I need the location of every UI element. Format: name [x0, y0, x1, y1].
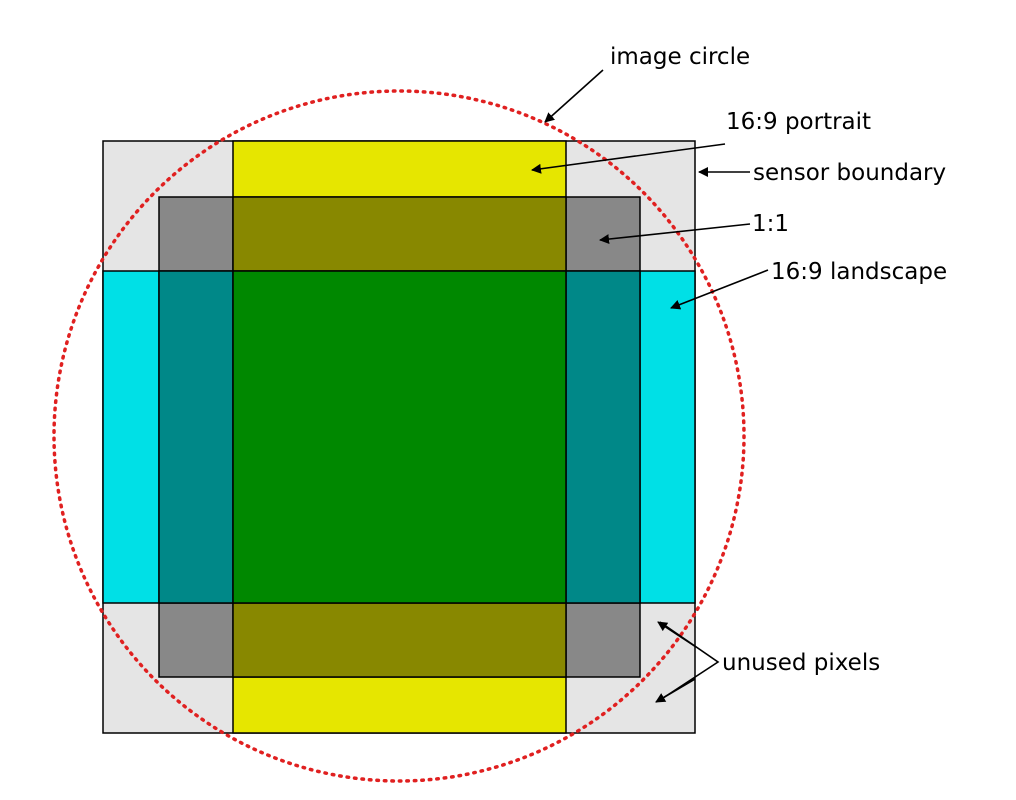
landscape-arrow	[670, 269, 769, 310]
sensor-boundary-label: sensor boundary	[753, 160, 946, 186]
square-corner-bottom-left	[158, 602, 234, 678]
image-circle	[52, 89, 746, 783]
landscape-left-strip	[102, 270, 160, 604]
square-arrow	[599, 223, 751, 245]
common-area-center	[232, 270, 567, 604]
landscape-square-overlap-left	[158, 270, 234, 604]
image-circle-arrow	[544, 69, 604, 123]
square-corner-top-right	[565, 196, 641, 272]
square-label: 1:1	[752, 211, 789, 237]
portrait-label: 16:9 portrait	[726, 109, 871, 135]
portrait-top-strip	[232, 140, 567, 198]
landscape-right-strip	[639, 270, 696, 604]
portrait-square-overlap-top	[232, 196, 567, 272]
unused-pixels-arrow-bottom	[655, 678, 696, 703]
landscape-square-overlap-right	[565, 270, 641, 604]
portrait-arrow	[531, 143, 726, 174]
square-corner-bottom-right	[565, 602, 641, 678]
landscape-label: 16:9 landscape	[771, 259, 947, 285]
portrait-bottom-strip	[232, 676, 567, 734]
image-circle-label: image circle	[610, 44, 750, 70]
square-corner-top-left	[158, 196, 234, 272]
unused-pixels-arrow-top	[657, 621, 697, 648]
unused-pixels-label: unused pixels	[722, 650, 880, 676]
portrait-square-overlap-bottom	[232, 602, 567, 678]
